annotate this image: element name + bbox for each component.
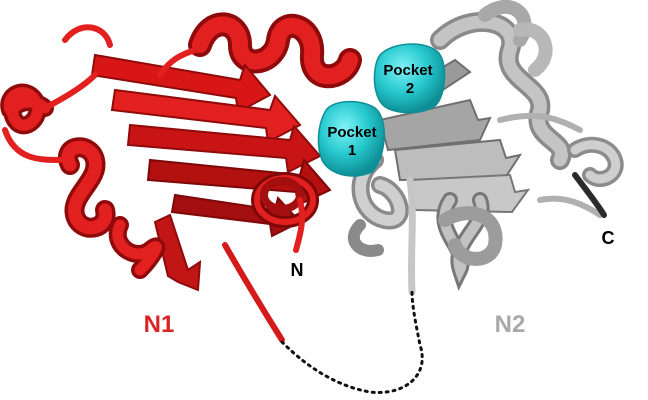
c-terminus-tail (572, 172, 607, 218)
pocket-2-label-line1: Pocket (383, 62, 432, 79)
c-terminus-label: C (602, 228, 615, 248)
n2-helix-left (347, 151, 409, 257)
n2-helix-lower (436, 192, 503, 291)
n2-helix-right (567, 136, 624, 187)
domain-n1-ribbon (0, 12, 362, 343)
n1-helix-left (0, 83, 166, 279)
n1-loops (2, 24, 306, 343)
pocket-2-label-line2: 2 (406, 80, 414, 97)
pocket-2 (373, 43, 446, 114)
n1-beta-sheets (90, 53, 332, 292)
n-terminus-label: N (291, 260, 304, 280)
n1-helix-core (251, 172, 319, 228)
domain-n2-label: N2 (495, 311, 526, 338)
pocket-1-label-line1: Pocket (327, 124, 376, 141)
domain-n1-label: N1 (144, 311, 175, 338)
pocket-1 (317, 100, 385, 177)
disordered-linker (280, 290, 424, 394)
n2-helix-upper (430, 0, 572, 170)
n1-helix-top (188, 12, 362, 89)
n2-loops (406, 112, 603, 296)
pocket-1-label-line2: 1 (348, 142, 356, 159)
